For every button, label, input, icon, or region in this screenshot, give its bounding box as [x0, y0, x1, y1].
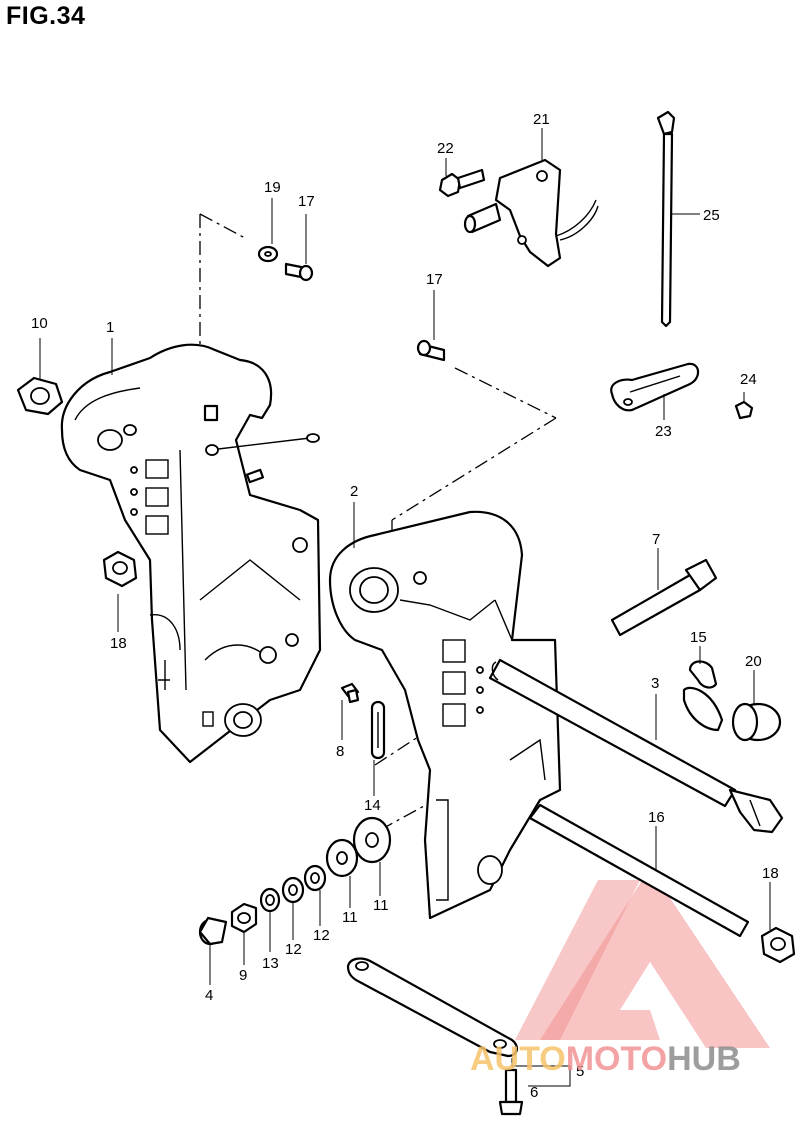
callout-18a: 18 — [110, 635, 127, 652]
callout-10: 10 — [31, 315, 48, 332]
callout-11b: 11 — [373, 897, 389, 914]
watermark-logo — [515, 868, 770, 1048]
callout-3: 3 — [651, 675, 659, 692]
bolt-6 — [498, 1068, 524, 1116]
callout-4: 4 — [205, 987, 213, 1004]
callout-labels: 1 2 3 4 5 6 7 8 9 10 11 11 12 12 13 14 1… — [31, 111, 779, 1101]
leader-lines — [39, 128, 771, 1087]
cable-tie-25 — [656, 110, 676, 328]
watermark-moto: MOTO — [566, 1040, 667, 1078]
callout-15: 15 — [690, 629, 707, 646]
nut-18-right — [760, 926, 796, 964]
callout-2: 2 — [350, 483, 358, 500]
callout-7: 7 — [652, 531, 660, 548]
bushing-4 — [198, 916, 228, 946]
callout-24: 24 — [740, 371, 757, 388]
callout-18b: 18 — [762, 865, 779, 882]
washer-12a — [281, 876, 305, 904]
callout-17b: 17 — [426, 271, 443, 288]
screw-24 — [734, 400, 754, 420]
tilt-shaft — [488, 658, 784, 834]
callout-23: 23 — [655, 423, 672, 440]
link-14 — [370, 700, 386, 760]
screw-17-upper — [284, 262, 314, 282]
clip-15 — [682, 660, 724, 732]
watermark-triangle — [540, 868, 770, 1048]
bolt-7 — [610, 558, 718, 637]
callout-8: 8 — [336, 743, 344, 760]
callout-22: 22 — [437, 140, 454, 157]
callout-14: 14 — [364, 797, 381, 814]
clamp-bracket-left — [60, 343, 322, 764]
callout-6: 6 — [530, 1084, 538, 1101]
washer-12b — [303, 864, 327, 892]
nut-10 — [16, 376, 64, 416]
callout-12a: 12 — [285, 941, 302, 958]
collar-20 — [731, 702, 782, 742]
callout-25: 25 — [703, 207, 720, 224]
watermark-hub: HUB — [667, 1040, 741, 1078]
nut-9 — [230, 902, 258, 934]
screw-17-middle — [416, 339, 446, 362]
bolt-22 — [438, 168, 486, 198]
washer-11b — [352, 816, 392, 864]
callout-1: 1 — [106, 319, 114, 336]
washer-13 — [259, 887, 281, 913]
figure-title: FIG.34 — [6, 2, 86, 30]
callout-21: 21 — [533, 111, 550, 128]
bracket-23 — [610, 362, 700, 412]
callout-17a: 17 — [298, 193, 315, 210]
callout-13: 13 — [262, 955, 279, 972]
callout-9: 9 — [239, 967, 247, 984]
washer-11a — [325, 838, 359, 878]
watermark-text: AUTOMOTOHUB — [470, 1040, 741, 1078]
callout-16: 16 — [648, 809, 665, 826]
watermark-auto: AUTO — [470, 1040, 566, 1078]
plate-5 — [346, 957, 518, 1058]
bolt-8 — [340, 682, 360, 704]
callout-12b: 12 — [313, 927, 330, 944]
stud-shaft-16 — [528, 803, 750, 938]
svg-text:AUTOMOTOHUB: AUTOMOTOHUB — [470, 1040, 741, 1078]
nut-18-left — [102, 550, 138, 588]
callout-20: 20 — [745, 653, 762, 670]
washer-19 — [257, 245, 279, 263]
callout-19: 19 — [264, 179, 281, 196]
callout-5: 5 — [576, 1063, 584, 1080]
bracket-21 — [463, 158, 599, 268]
callout-11a: 11 — [342, 909, 358, 926]
clamp-bracket-right — [328, 510, 562, 920]
